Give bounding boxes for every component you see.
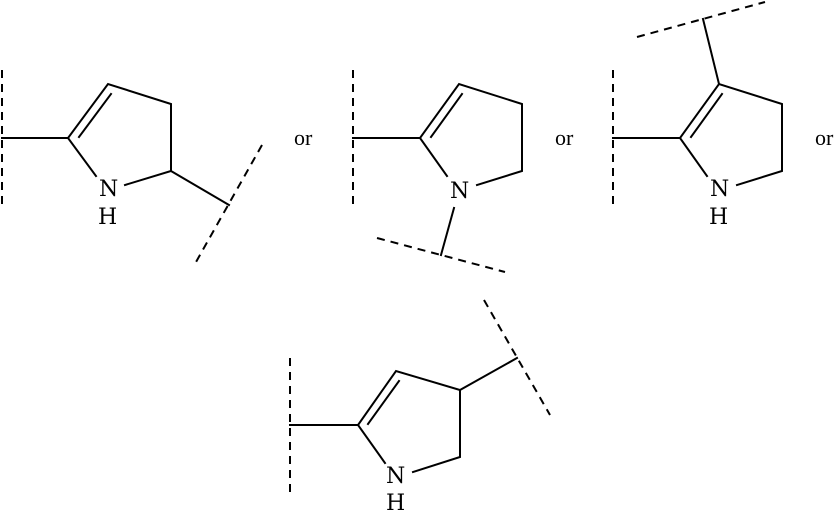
nitrogen-label: N bbox=[386, 464, 405, 489]
double-bond-inner bbox=[77, 92, 113, 139]
ring-bonds bbox=[418, 82, 523, 187]
nitrogen-label: N bbox=[450, 179, 469, 204]
structure-4: N H bbox=[289, 299, 551, 511]
ring-bonds bbox=[66, 82, 172, 187]
ring-bonds bbox=[678, 82, 783, 187]
hydrogen-label: H bbox=[386, 491, 405, 511]
or-label-2: or bbox=[555, 125, 574, 150]
substituent-bond bbox=[439, 206, 456, 257]
double-bond-inner bbox=[366, 379, 401, 426]
ring-bonds bbox=[356, 369, 461, 474]
double-bond-inner bbox=[689, 92, 724, 139]
substituent-bond bbox=[458, 356, 519, 392]
double-bond-inner bbox=[429, 92, 464, 139]
structure-3: N H bbox=[612, 1, 783, 230]
or-label-3: or bbox=[815, 125, 834, 150]
nitrogen-label: N bbox=[710, 177, 729, 202]
or-label-1: or bbox=[294, 125, 313, 150]
substituent-bond bbox=[169, 169, 231, 207]
hydrogen-label: H bbox=[98, 205, 117, 230]
nitrogen-label: N bbox=[99, 177, 118, 202]
substituent-dashed-line bbox=[636, 1, 766, 38]
substituent-dashed-line bbox=[195, 144, 263, 263]
substituent-bond bbox=[701, 17, 721, 86]
structure-1: N H bbox=[1, 70, 263, 263]
hydrogen-label: H bbox=[709, 205, 728, 230]
structure-2: N bbox=[352, 70, 523, 273]
